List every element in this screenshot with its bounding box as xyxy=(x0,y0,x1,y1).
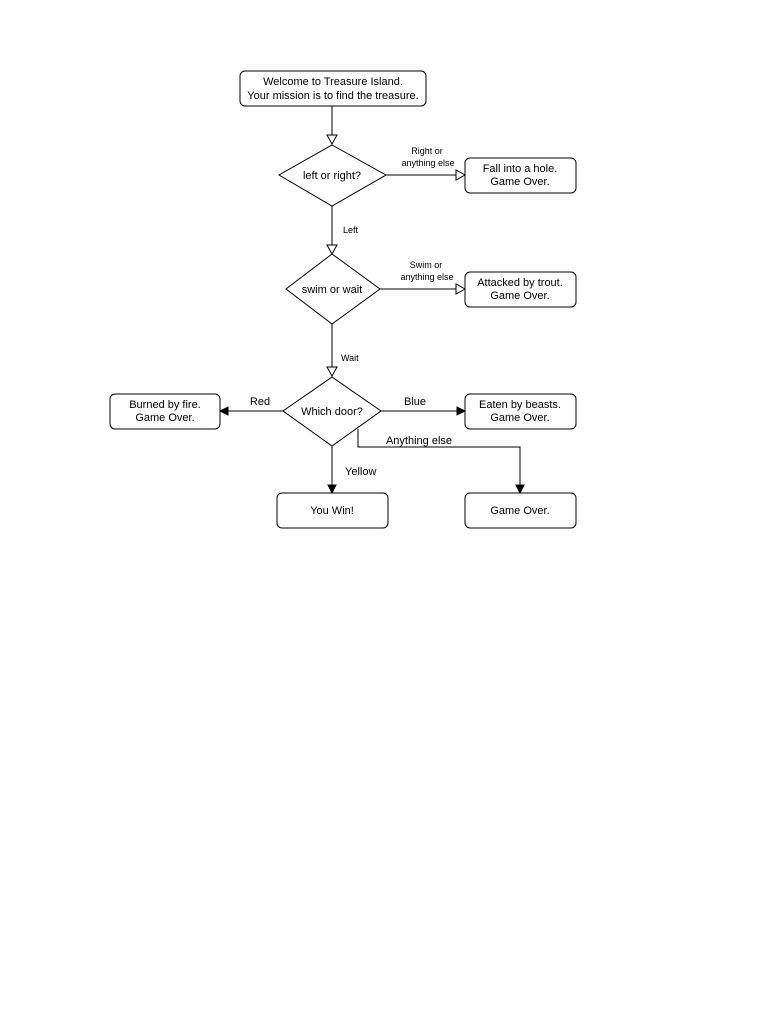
node-end-win-label: You Win! xyxy=(310,505,354,517)
edge-label-swim-or: Swim or xyxy=(410,260,443,270)
edge-start-to-left-right xyxy=(326,106,338,146)
edge-right-to-hole: Right or anything else xyxy=(386,146,467,181)
edge-label-anything-else-3: Anything else xyxy=(386,435,452,447)
node-end-hole-line1: Fall into a hole. xyxy=(483,163,558,175)
edge-label-left: Left xyxy=(343,225,359,235)
node-start-line2: Your mission is to find the treasure. xyxy=(247,90,418,102)
edge-label-blue: Blue xyxy=(404,396,426,408)
edge-label-yellow: Yellow xyxy=(345,466,376,478)
node-end-trout-line1: Attacked by trout. xyxy=(477,277,563,289)
node-end-fire-line2: Game Over. xyxy=(135,412,194,424)
edge-wait-to-door: Wait xyxy=(326,324,359,378)
edge-yellow-to-win: Yellow xyxy=(327,446,376,495)
node-decision-swim-or-wait: swim or wait xyxy=(285,253,381,325)
edge-label-red: Red xyxy=(250,396,270,408)
node-end-game-over-label: Game Over. xyxy=(490,505,549,517)
node-decision-which-door-label: Which door? xyxy=(301,406,363,418)
node-decision-swim-or-wait-label: swim or wait xyxy=(302,284,363,296)
node-end-win: You Win! xyxy=(276,492,389,529)
node-end-fire-line1: Burned by fire. xyxy=(129,399,201,411)
node-end-beasts-line1: Eaten by beasts. xyxy=(479,399,561,411)
edge-anything-else-to-game-over: Anything else xyxy=(357,429,525,495)
node-decision-which-door: Which door? xyxy=(282,376,382,447)
node-decision-left-or-right-label: left or right? xyxy=(303,170,361,182)
edge-blue-to-beasts: Blue xyxy=(381,396,467,416)
node-end-hole: Fall into a hole. Game Over. xyxy=(464,157,577,194)
node-start: Welcome to Treasure Island. Your mission… xyxy=(239,70,427,107)
edge-swim-to-trout: Swim or anything else xyxy=(380,260,467,295)
edge-label-right-or: Right or xyxy=(411,146,443,156)
node-decision-left-or-right: left or right? xyxy=(277,144,388,207)
node-end-fire: Burned by fire. Game Over. xyxy=(109,393,221,430)
edge-label-anything-else-2: anything else xyxy=(400,272,453,282)
node-end-beasts: Eaten by beasts. Game Over. xyxy=(464,393,577,430)
edge-left-to-swim-wait: Left xyxy=(326,206,359,256)
node-start-line1: Welcome to Treasure Island. xyxy=(263,76,403,88)
node-end-trout-line2: Game Over. xyxy=(490,290,549,302)
edge-red-to-fire: Red xyxy=(218,396,283,416)
node-end-game-over: Game Over. xyxy=(464,492,577,529)
node-end-hole-line2: Game Over. xyxy=(490,176,549,188)
node-end-trout: Attacked by trout. Game Over. xyxy=(464,271,577,308)
edge-label-anything-else: anything else xyxy=(401,158,454,168)
edge-label-wait: Wait xyxy=(341,353,359,363)
node-end-beasts-line2: Game Over. xyxy=(490,412,549,424)
